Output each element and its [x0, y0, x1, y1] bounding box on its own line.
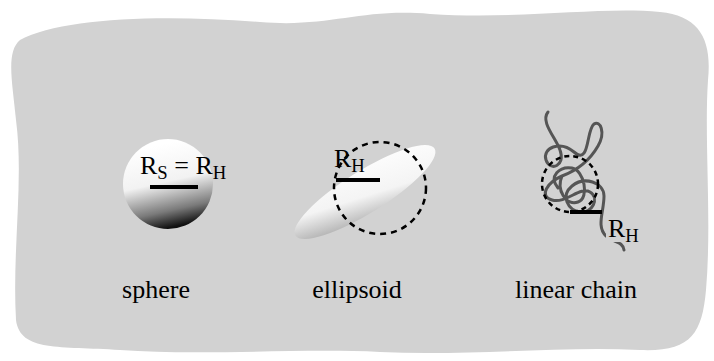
- shape-name: ellipsoid: [312, 277, 402, 303]
- ellipsoid: [284, 131, 445, 254]
- radius-label: RS = RH: [140, 153, 226, 179]
- shape-name: sphere: [122, 277, 190, 303]
- background-blob: [11, 10, 708, 352]
- radius-label: RH: [606, 216, 641, 242]
- radius-label: RH: [334, 146, 365, 172]
- hydrodynamic-circle: [334, 142, 426, 234]
- shape-name: linear chain: [515, 277, 637, 303]
- radius-bar: [150, 185, 198, 189]
- hydrodynamic-circle: [542, 156, 598, 212]
- radius-bar: [570, 210, 602, 214]
- radius-bar: [336, 178, 380, 182]
- sphere: [123, 139, 213, 229]
